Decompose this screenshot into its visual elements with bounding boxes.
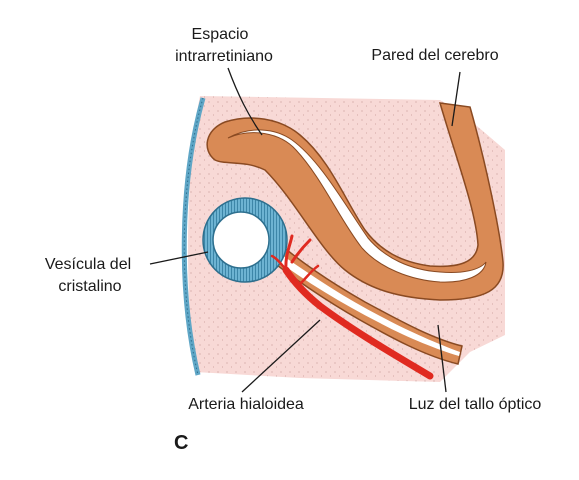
hyaloid-artery (270, 234, 434, 380)
lens-vesicle (202, 197, 288, 283)
brain-wall-label: Pared del cerebro (371, 47, 498, 64)
optic-cup-neural-tissue (206, 102, 504, 365)
lens-vesicle-label-line1: Vesícula del (45, 256, 131, 273)
leader-lines (149, 67, 461, 393)
intraretinal-space (227, 129, 487, 283)
intraretinal-space-label-line1: Espacio (192, 26, 249, 43)
hyaloid-artery-label: Arteria hialoidea (188, 396, 304, 413)
lens-vesicle-label-line2: cristalino (58, 278, 121, 295)
optic-stalk-lumen-label: Luz del tallo óptico (409, 396, 542, 413)
optic-stalk-lumen (271, 250, 460, 356)
intraretinal-space-label-line2: intrarretiniano (175, 48, 273, 65)
panel-letter: C (174, 432, 188, 454)
